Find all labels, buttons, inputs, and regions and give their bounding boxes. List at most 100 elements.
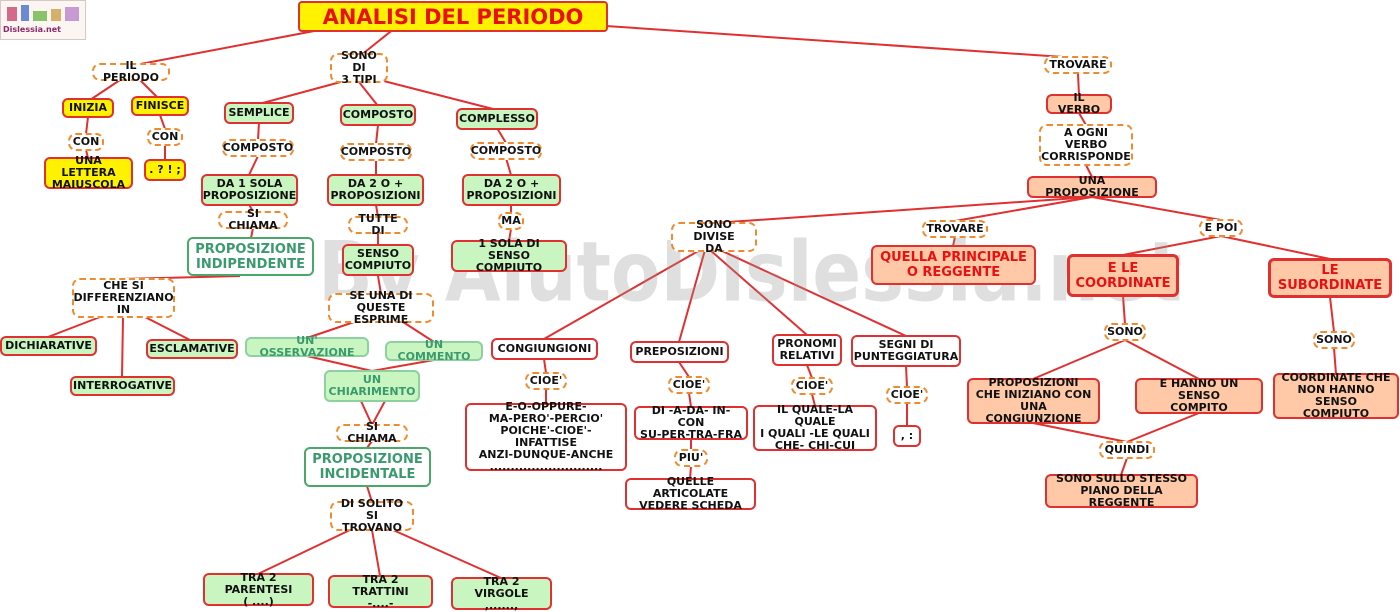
node-da-1-sola: DA 1 SOLA PROPOSIZIONE	[201, 174, 298, 206]
node-tutte-di: TUTTE DI	[348, 213, 408, 237]
connector-line	[375, 204, 379, 218]
connector-line	[1120, 457, 1128, 476]
connector-line	[144, 316, 191, 341]
node-virgola-duepunti: , :	[893, 425, 921, 447]
node-si-chiama-1: SI CHIAMA	[218, 208, 288, 232]
node-con-2: CON	[147, 128, 183, 146]
node-composto-composto: COMPOSTO	[340, 143, 412, 161]
node-si-chiama-2: SI CHIAMA	[336, 421, 408, 445]
node-lettera-maiuscola: UNA LETTERA MAIUSCOLA	[44, 155, 133, 191]
connector-line	[678, 361, 690, 378]
connector-line	[139, 79, 159, 99]
node-che-si-diff: CHE SI DIFFERENZIANO IN	[72, 278, 175, 318]
node-cioe-4: CIOE'	[886, 386, 928, 404]
node-il-periodo: IL PERIODO	[92, 60, 170, 84]
node-composto-semplice: COMPOSTO	[222, 139, 294, 157]
connector-line	[508, 228, 512, 242]
node-una-proposizione: UNA PROPOSIZIONE	[1027, 175, 1157, 199]
connector-line	[257, 121, 260, 141]
node-di-solito: DI SOLITO SI TROVANO	[330, 498, 414, 534]
connector-line	[689, 465, 692, 480]
node-il-verbo: IL VERBO	[1046, 92, 1112, 116]
connector-line	[366, 440, 373, 449]
connector-line	[129, 27, 331, 67]
connector-line	[1124, 339, 1200, 380]
node-preposizioni: PREPOSIZIONI	[630, 341, 729, 363]
connector-line	[399, 319, 435, 343]
node-senso-compiuto: SENSO COMPIUTO	[342, 244, 414, 276]
connector-line	[257, 529, 351, 575]
connector-line	[85, 149, 89, 159]
connector-line	[248, 155, 259, 176]
node-osservazione: UN' OSSERVAZIONE	[245, 335, 369, 359]
connector-line	[306, 319, 361, 339]
node-elenco-preposizioni: DI -A-DA- IN-CON SU-PER-TRA-FRA	[634, 405, 748, 441]
node-punteggiatura-fine: . ? ! ;	[144, 159, 186, 181]
connector-line	[1085, 164, 1093, 178]
node-composto: COMPOSTO	[340, 104, 416, 126]
node-e-poi: E POI	[1199, 219, 1243, 237]
node-dichiarative: DICHIARATIVE	[0, 336, 97, 356]
node-prop-indipendente: PROPOSIZIONE INDIPENDENTE	[187, 237, 314, 276]
connector-line	[366, 485, 373, 503]
connector-line	[89, 79, 121, 101]
connector-line	[688, 392, 692, 408]
connector-line	[678, 249, 706, 343]
node-da-2-o-complesso: DA 2 O + PROPOSIZIONI	[462, 174, 561, 206]
node-piu: PIU'	[674, 449, 708, 467]
connector-line	[359, 27, 396, 57]
connector-line	[1077, 73, 1080, 96]
node-tra-trattini: TRA 2 TRATTINI -....-	[328, 573, 433, 609]
logo-text: Dislessia.net	[3, 25, 61, 34]
node-sono-1: SONO	[1104, 323, 1146, 341]
connector-line	[85, 116, 89, 135]
connector-line	[954, 196, 1093, 222]
node-tra-virgole: TRA 2 VIRGOLE ,......,	[451, 575, 552, 611]
connector-line	[377, 275, 382, 295]
connector-line	[47, 316, 101, 338]
node-quindi: QUINDI	[1099, 441, 1155, 459]
connector-line	[306, 355, 373, 372]
node-ma: MA	[498, 212, 524, 230]
connector-line	[1220, 235, 1331, 260]
connector-line	[1122, 295, 1126, 325]
connector-line	[496, 127, 507, 144]
connector-line	[360, 400, 373, 426]
node-principale: QUELLA PRINCIPALE O REGGENTE	[871, 245, 1036, 285]
connector-line	[719, 249, 907, 337]
connector-line	[250, 227, 254, 239]
connector-line	[1126, 412, 1200, 443]
node-commento: UN COMMENTO	[385, 339, 483, 363]
node-trovare-2: TROVARE	[922, 220, 988, 238]
node-da-2-o-composto: DA 2 O + PROPOSIZIONI	[327, 174, 424, 206]
node-cioe-1: CIOE'	[525, 372, 567, 390]
connector-line	[375, 124, 379, 145]
connector-line	[709, 249, 808, 336]
node-segni-punteggiatura: SEGNI DI PUNTEGGIATURA	[851, 335, 961, 367]
connector-line	[1329, 296, 1335, 333]
node-congiunzioni: CONGIUNGIONI	[491, 338, 598, 360]
node-chiarimento: UN CHIARIMENTO	[324, 370, 420, 402]
node-elenco-pronomi: IL QUALE-LA QUALE I QUALI -LE QUALI CHE-…	[753, 404, 877, 452]
node-coordinate-non-senso: COORDINATE CHE NON HANNO SENSO COMPIUTO	[1273, 372, 1399, 420]
node-sono-2: SONO	[1313, 331, 1355, 349]
connector-line	[371, 529, 381, 577]
connector-line	[371, 359, 435, 372]
connector-line	[358, 81, 379, 107]
node-interrogative: INTERROGATIVE	[70, 376, 175, 396]
connector-line	[952, 236, 956, 247]
connector-line	[713, 196, 1093, 224]
node-semplice: SEMPLICE	[224, 102, 294, 124]
node-tra-parentesi: TRA 2 PARENTESI ( ....)	[203, 571, 314, 607]
connector-line	[543, 249, 701, 340]
connector-line	[811, 393, 816, 407]
node-trovare-1: TROVARE	[1044, 56, 1112, 74]
connector-line	[505, 157, 512, 176]
logo-image	[7, 5, 79, 21]
connector-line	[1078, 112, 1087, 126]
node-articolate: QUELLE ARTICOLATE VEDERE SCHEDA	[625, 476, 756, 512]
node-cioe-3: CIOE'	[791, 377, 833, 395]
connector-line	[258, 79, 349, 105]
